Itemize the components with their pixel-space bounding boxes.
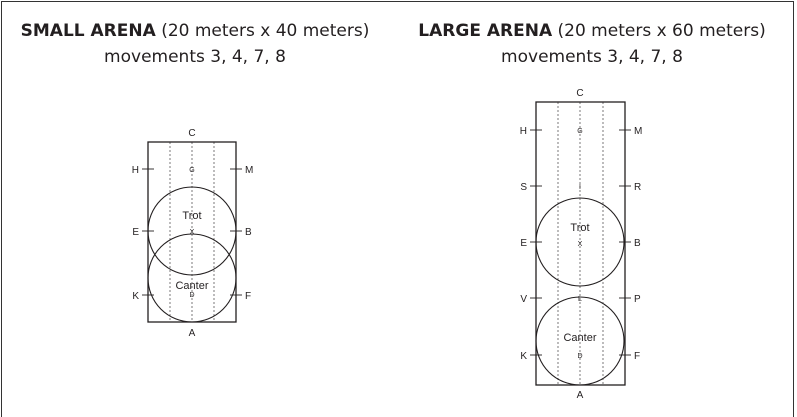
large-arena-canter-circle: [535, 296, 625, 386]
large-letter-e: E: [520, 238, 527, 249]
small-trot-label: Trot: [182, 210, 201, 222]
large-letter-m: M: [634, 126, 642, 137]
small-letter-e: E: [132, 227, 139, 238]
small-arena-movements: movements 3, 4, 7, 8: [104, 47, 286, 67]
large-letter-i: I: [579, 184, 581, 191]
large-letter-a: A: [577, 390, 584, 401]
small-canter-label: Canter: [175, 280, 208, 292]
large-letter-f: F: [634, 351, 640, 362]
large-arena-labels: C A H S E V K M R B P F G I X L D Trot C…: [520, 88, 643, 401]
large-letter-v: V: [520, 294, 527, 305]
small-letter-f: F: [245, 291, 251, 302]
large-letter-r: R: [634, 182, 641, 193]
large-arena-title: LARGE ARENA: [418, 21, 553, 41]
large-letter-d: D: [577, 353, 582, 360]
large-letter-p: P: [634, 294, 641, 305]
large-letter-b: B: [634, 238, 641, 249]
small-letter-x: X: [190, 229, 195, 236]
large-arena-movements: movements 3, 4, 7, 8: [501, 47, 683, 67]
large-arena-dimensions: (20 meters x 60 meters): [557, 21, 766, 41]
small-letter-d: D: [189, 292, 194, 299]
small-arena-dimensions: (20 meters x 40 meters): [161, 21, 370, 41]
large-letter-h: H: [520, 126, 527, 137]
small-letter-g: G: [189, 167, 194, 174]
large-letter-g: G: [577, 128, 582, 135]
small-letter-m: M: [245, 165, 253, 176]
large-canter-label: Canter: [563, 332, 596, 344]
large-arena-heading: LARGE ARENA (20 meters x 60 meters) move…: [390, 18, 794, 70]
large-letter-k: K: [520, 351, 527, 362]
small-letter-c: C: [188, 128, 195, 139]
large-trot-label: Trot: [570, 222, 589, 234]
large-letter-l: L: [578, 296, 582, 303]
small-letter-h: H: [132, 165, 139, 176]
small-letter-k: K: [132, 291, 139, 302]
large-arena-diagram: [530, 101, 631, 386]
small-arena-canter-circle: [147, 233, 237, 323]
large-letter-s: S: [520, 182, 527, 193]
small-arena-title: SMALL ARENA: [20, 21, 156, 41]
large-letter-x: X: [578, 241, 583, 248]
large-letter-c: C: [576, 88, 583, 99]
small-letter-a: A: [189, 328, 196, 339]
small-letter-b: B: [245, 227, 252, 238]
small-arena-labels: C A H E K M B F G X D Trot Canter: [132, 128, 254, 339]
small-arena-diagram: [142, 141, 242, 323]
small-arena-heading: SMALL ARENA (20 meters x 40 meters) move…: [0, 18, 390, 70]
